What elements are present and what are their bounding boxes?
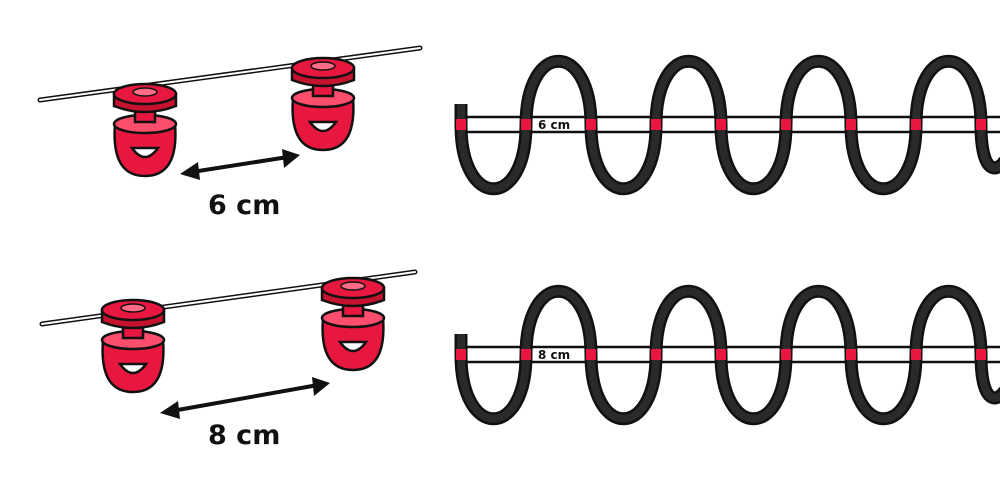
glider-runner-left	[100, 298, 166, 394]
wave-spacing-label: 8 cm	[538, 348, 571, 362]
wave-glider-markers	[456, 349, 986, 360]
wave-glider-marker	[456, 349, 466, 360]
curtain-rail-wire	[37, 45, 423, 103]
wave-glider-marker	[651, 349, 661, 360]
panel-8cm-scene	[39, 269, 1000, 426]
wave-glider-marker	[846, 119, 856, 130]
wave-curtain-8cm	[454, 284, 1000, 426]
wave-glider-marker	[651, 119, 661, 130]
wave-spacing-label: 6 cm	[538, 118, 571, 132]
panel-8cm: 8 cm 8 cm	[0, 250, 1000, 500]
spacing-label: 6 cm	[208, 190, 281, 221]
wave-glider-marker	[781, 119, 791, 130]
wave-glider-marker	[846, 349, 856, 360]
wave-glider-marker	[976, 119, 986, 130]
spacing-double-arrow	[180, 149, 300, 180]
glider-runner-left	[112, 82, 178, 178]
wave-glider-marker	[716, 349, 726, 360]
glider-runner-right	[320, 276, 386, 372]
spacing-label: 8 cm	[208, 420, 281, 451]
wave-glider-marker	[586, 119, 596, 130]
panel-6cm: 6 cm 6 cm	[37, 45, 1000, 221]
wave-glider-marker	[456, 119, 466, 130]
wave-glider-marker	[976, 349, 986, 360]
wave-glider-marker	[911, 119, 921, 130]
panel-6cm-scene	[37, 45, 1000, 196]
glider-runner-right	[290, 56, 356, 152]
wave-glider-markers	[456, 119, 986, 130]
wave-glider-marker	[586, 349, 596, 360]
wave-glider-marker	[781, 349, 791, 360]
wave-glider-marker	[521, 119, 531, 130]
spacing-double-arrow	[160, 377, 330, 419]
wave-curtain-6cm	[454, 54, 1000, 196]
wave-glider-marker	[521, 349, 531, 360]
wave-glider-marker	[716, 119, 726, 130]
wave-glider-marker	[911, 349, 921, 360]
